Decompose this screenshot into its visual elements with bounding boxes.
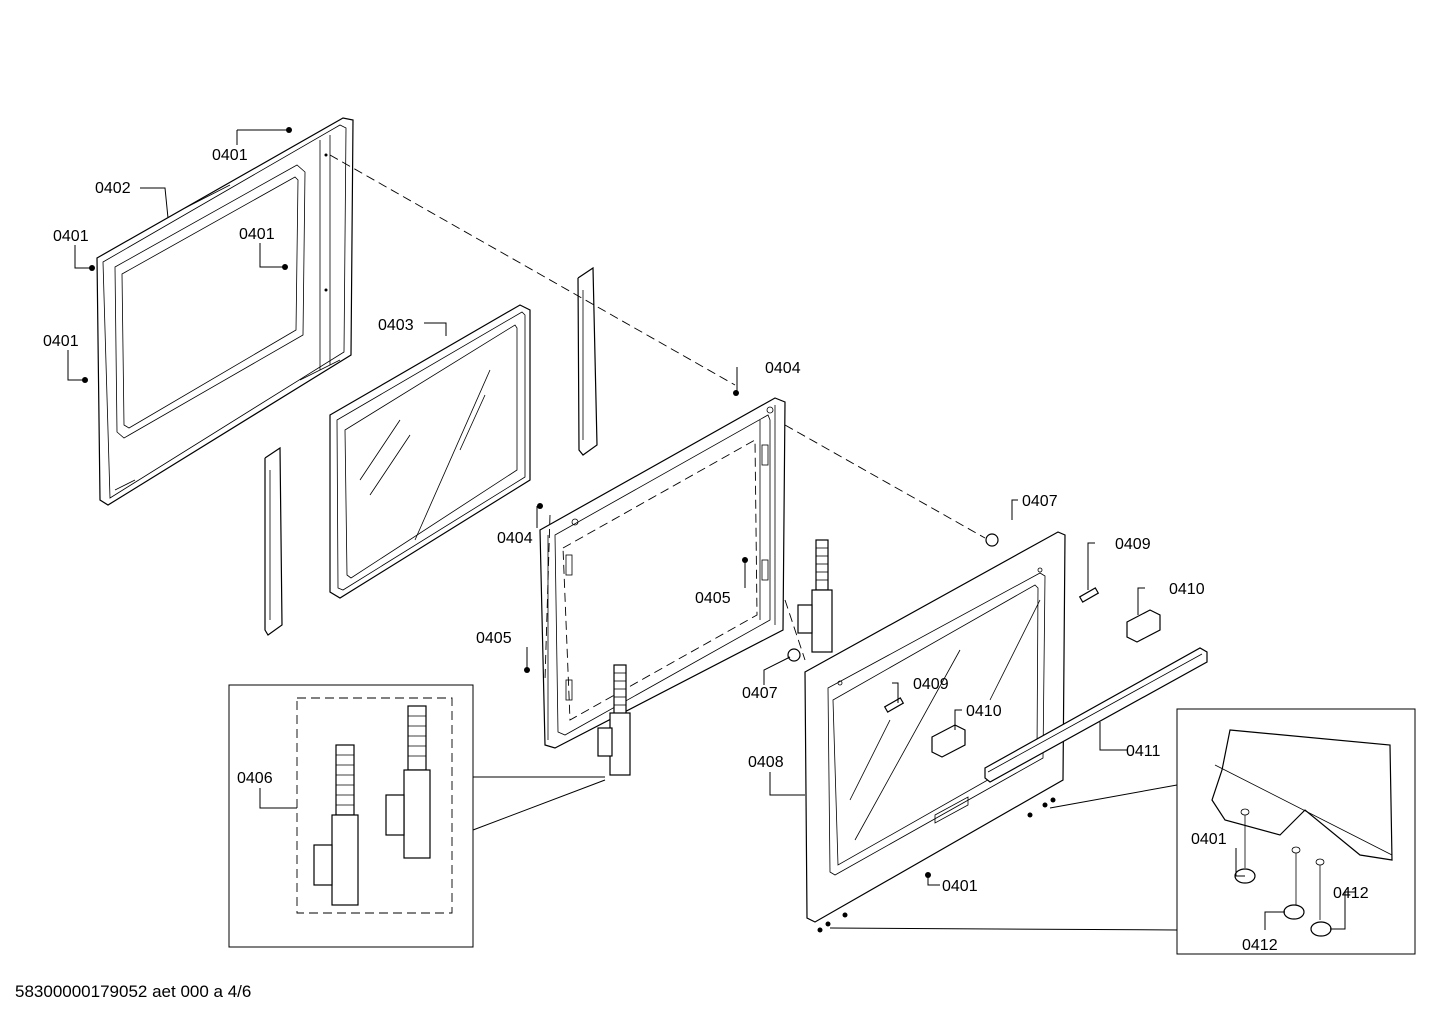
label-0401-inner: 0401 [239,226,275,243]
label-0407-bottom: 0407 [742,685,778,702]
label-0401-left-upper: 0401 [53,228,89,245]
inner-door-panel [96,117,354,506]
document-id-footer: 58300000179052 aet 000 a 4/6 [15,982,251,1001]
label-0408: 0408 [748,754,784,771]
label-0405-right: 0405 [695,590,731,607]
label-0403: 0403 [378,317,414,334]
label-0405-left: 0405 [476,630,512,647]
assembly-lines [329,154,986,681]
right-side-strip [577,266,598,456]
label-0404-top: 0404 [765,360,801,377]
label-0412-left: 0412 [1242,937,1278,954]
label-0409-bottom: 0409 [913,676,949,693]
label-0401-top: 0401 [212,147,248,164]
label-0401-detail: 0401 [1191,831,1227,848]
hinge-right [797,539,833,653]
label-0401-left-lower: 0401 [43,333,79,350]
glass-pane [329,304,531,599]
label-0410-top: 0410 [1169,581,1205,598]
label-0402: 0402 [95,180,131,197]
left-side-strip [264,446,283,636]
leader-lines [67,129,1355,930]
label-0401-door: 0401 [942,878,978,895]
label-0404-left: 0404 [497,530,533,547]
hinge-detail-box [228,684,606,948]
part-labels: 0401 0402 0401 0401 0401 0403 0404 0404 … [43,147,1369,954]
label-0406: 0406 [237,770,273,787]
bracket-detail-box [829,708,1416,955]
label-0409-top: 0409 [1115,536,1151,553]
label-0410-bottom: 0410 [966,703,1002,720]
outer-door [804,531,1066,923]
hinge-left [597,664,631,776]
door-frame [539,397,786,749]
label-0412-right: 0412 [1333,885,1369,902]
label-0407-top: 0407 [1022,493,1058,510]
door-handle [984,647,1208,783]
small-parts [787,533,1161,758]
label-0411: 0411 [1126,743,1161,760]
